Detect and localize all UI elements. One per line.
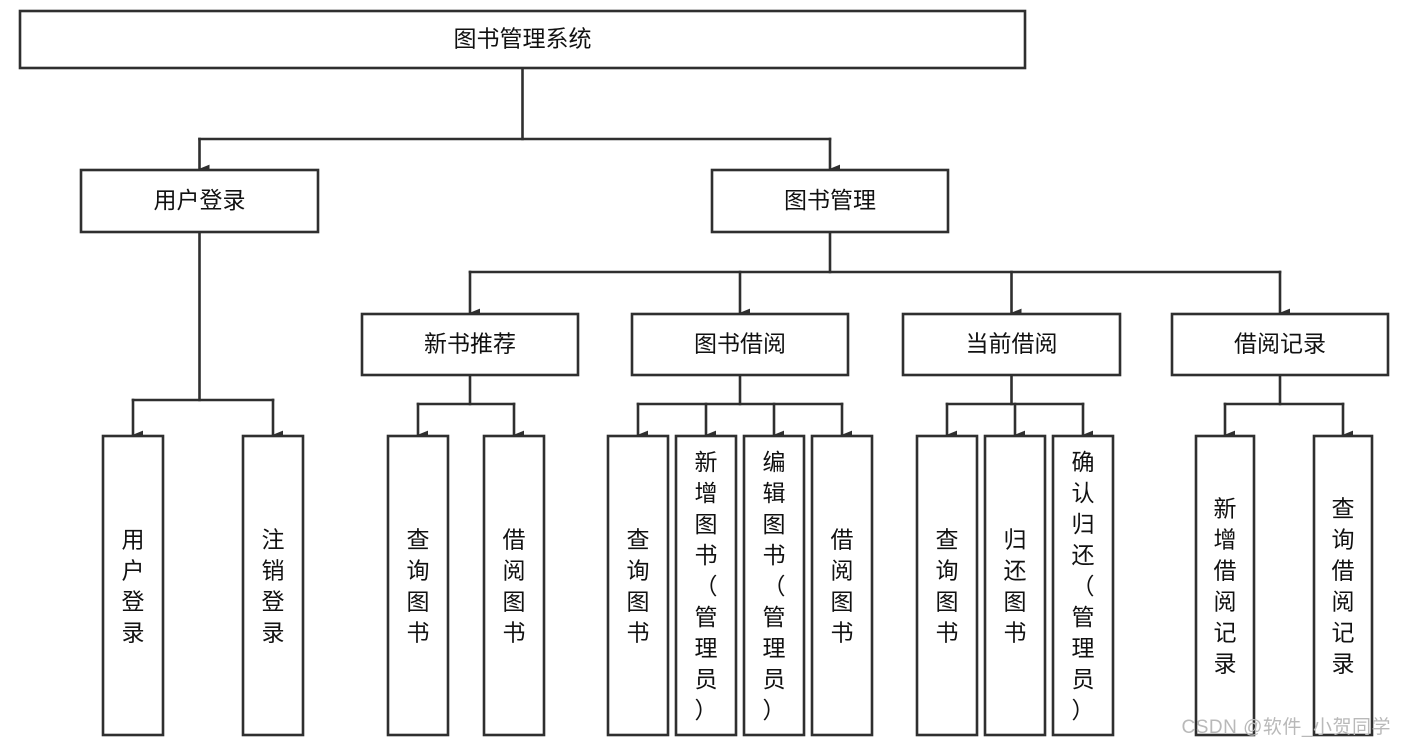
node-leaf-add-record-box[interactable] [1194, 434, 1256, 737]
node-leaf-borrow-book-2[interactable]: 借阅图书 [810, 434, 874, 737]
node-leaf-user-login-box[interactable] [101, 434, 165, 737]
node-leaf-query-book-3[interactable]: 查询图书 [915, 434, 979, 737]
node-user-login-label: 用户登录 [154, 187, 246, 213]
node-leaf-return-book[interactable]: 归还图书 [983, 434, 1047, 737]
node-current-borrow-box[interactable] [901, 312, 1122, 377]
node-book-manage-box[interactable] [710, 168, 950, 234]
node-leaf-borrow-book-1-box[interactable] [482, 434, 546, 737]
node-leaf-borrow-book-1-label: 借阅图书 [503, 527, 526, 646]
node-leaf-add-book-box[interactable] [674, 434, 738, 737]
node-leaf-query-record-box[interactable] [1312, 434, 1374, 737]
node-leaf-query-book-3-box[interactable] [915, 434, 979, 737]
node-leaf-add-book-label: 新增图书（管理员） [695, 449, 718, 723]
node-leaf-query-book-1-box[interactable] [386, 434, 450, 737]
node-leaf-query-book-1-label: 查询图书 [407, 527, 430, 646]
node-borrow-record[interactable]: 借阅记录 [1170, 312, 1390, 377]
node-new-book-rec[interactable]: 新书推荐 [360, 312, 580, 377]
node-leaf-confirm-return-label: 确认归还（管理员） [1072, 449, 1095, 723]
watermark-label: CSDN @软件_小贺同学 [1181, 717, 1391, 738]
node-leaf-edit-book-box[interactable] [742, 434, 806, 737]
node-leaf-borrow-book-2-label: 借阅图书 [831, 527, 854, 646]
node-new-book-rec-box[interactable] [360, 312, 580, 377]
node-leaf-return-book-box[interactable] [983, 434, 1047, 737]
node-leaf-confirm-return[interactable]: 确认归还（管理员） [1051, 434, 1115, 737]
node-leaf-confirm-return-box[interactable] [1051, 434, 1115, 737]
node-root[interactable]: 图书管理系统 [18, 9, 1027, 70]
node-root-label: 图书管理系统 [454, 26, 592, 52]
node-book-borrow-label: 图书借阅 [694, 331, 786, 357]
node-leaf-user-login-label: 用户登录 [122, 527, 145, 646]
node-leaf-edit-book[interactable]: 编辑图书（管理员） [742, 434, 806, 737]
node-user-login[interactable]: 用户登录 [79, 168, 320, 234]
node-leaf-query-book-1[interactable]: 查询图书 [386, 434, 450, 737]
node-borrow-record-box[interactable] [1170, 312, 1390, 377]
node-book-manage[interactable]: 图书管理 [710, 168, 950, 234]
node-leaf-query-book-3-label: 查询图书 [936, 527, 959, 646]
node-leaf-logout[interactable]: 注销登录 [241, 434, 305, 737]
node-leaf-query-record[interactable]: 查询借阅记录 [1312, 434, 1374, 737]
node-leaf-query-book-2-label: 查询图书 [627, 527, 650, 646]
node-leaf-query-record-label: 查询借阅记录 [1332, 496, 1355, 677]
node-borrow-record-label: 借阅记录 [1234, 331, 1326, 357]
node-root-box[interactable] [18, 9, 1027, 70]
node-leaf-add-book[interactable]: 新增图书（管理员） [674, 434, 738, 737]
node-leaf-borrow-book-1[interactable]: 借阅图书 [482, 434, 546, 737]
node-user-login-box[interactable] [79, 168, 320, 234]
node-book-borrow[interactable]: 图书借阅 [630, 312, 850, 377]
node-leaf-return-book-label: 归还图书 [1004, 527, 1027, 646]
node-leaf-borrow-book-2-box[interactable] [810, 434, 874, 737]
node-leaf-add-record[interactable]: 新增借阅记录 [1194, 434, 1256, 737]
node-leaf-query-book-2[interactable]: 查询图书 [606, 434, 670, 737]
node-book-manage-label: 图书管理 [784, 187, 876, 213]
node-new-book-rec-label: 新书推荐 [424, 331, 516, 357]
node-leaf-logout-box[interactable] [241, 434, 305, 737]
node-leaf-query-book-2-box[interactable] [606, 434, 670, 737]
node-current-borrow[interactable]: 当前借阅 [901, 312, 1122, 377]
node-leaf-logout-label: 注销登录 [262, 527, 285, 646]
node-leaf-user-login[interactable]: 用户登录 [101, 434, 165, 737]
node-current-borrow-label: 当前借阅 [966, 331, 1058, 357]
node-leaf-add-record-label: 新增借阅记录 [1214, 496, 1237, 677]
connector-layer [131, 66, 1354, 440]
node-book-borrow-box[interactable] [630, 312, 850, 377]
node-leaf-edit-book-label: 编辑图书（管理员） [763, 449, 786, 723]
node-layer: 图书管理系统用户登录图书管理新书推荐图书借阅当前借阅借阅记录用户登录注销登录查询… [18, 9, 1390, 737]
